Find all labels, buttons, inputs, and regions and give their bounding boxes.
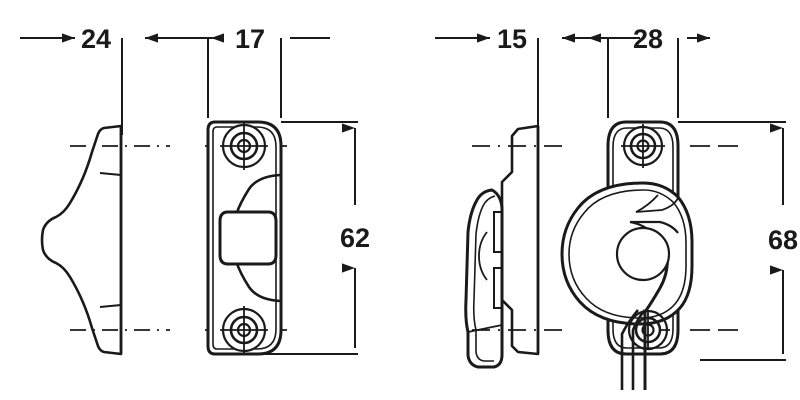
latch-body-cam-bevel-top — [635, 194, 679, 213]
latch-body-group: 15 28 68 — [435, 24, 798, 390]
strike-plate-front-view — [206, 120, 283, 356]
latch-body-hub-profile — [478, 231, 488, 281]
latch-body-cam-lever — [464, 188, 504, 369]
strike-plate-side-step-bottom — [99, 303, 122, 309]
strike-plate-screw-hole-bottom — [220, 306, 268, 354]
dimension-62: 62 — [248, 121, 370, 355]
screw-hole-crosshair-top-right — [621, 124, 665, 168]
dimension-label-68: 68 — [768, 225, 798, 255]
latch-body-cam-hub — [615, 226, 671, 282]
screw-hole-crosshair-bottom-right — [647, 312, 670, 348]
latch-body-slot-upper — [493, 211, 502, 253]
latch-body-slot-lower — [493, 267, 502, 309]
latch-body-screw-hole-bottom — [627, 309, 670, 351]
dimension-15: 15 — [435, 24, 640, 134]
screw-hole-crosshair-top — [220, 122, 268, 170]
dimension-label-62: 62 — [340, 223, 370, 253]
latch-body-cam-inner — [472, 195, 496, 362]
dimension-label-17: 17 — [235, 24, 265, 54]
strike-plate-inner-edge — [212, 126, 277, 350]
dimension-label-28: 28 — [633, 24, 663, 54]
latch-body-front-view — [560, 120, 694, 390]
dimension-68: 68 — [678, 121, 798, 361]
latch-body-screw-hole-top — [621, 124, 665, 168]
dimension-17: 17 — [174, 24, 330, 118]
strike-plate-side-view — [40, 124, 123, 356]
strike-plate-screw-hole-top — [220, 122, 268, 170]
strike-plate-group: 24 17 62 — [20, 24, 370, 356]
strike-plate-side-outline — [40, 124, 123, 356]
dimension-label-24: 24 — [81, 24, 111, 54]
strike-plate-side-step-top — [99, 171, 122, 177]
latch-body-baseplate-inner — [612, 127, 674, 349]
dimension-24: 24 — [20, 24, 222, 135]
dimension-28: 28 — [575, 24, 710, 118]
latch-body-side-view — [464, 124, 540, 369]
screw-hole-crosshair-bottom — [220, 306, 268, 354]
strike-plate-center-boss — [218, 210, 278, 266]
dimension-label-15: 15 — [497, 24, 527, 54]
latch-body-centerlines — [472, 145, 740, 331]
